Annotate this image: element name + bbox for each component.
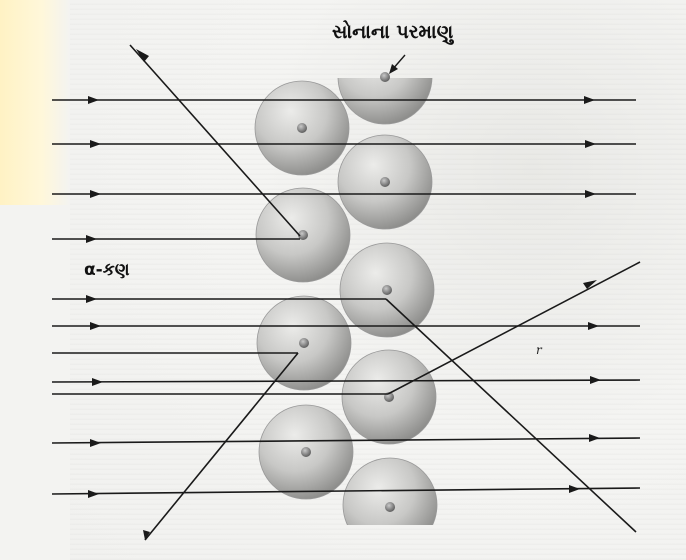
- arrowhead: [90, 190, 101, 198]
- atom-half-bottom: [342, 457, 438, 525]
- arrowhead: [92, 378, 103, 386]
- atom-right-3: [341, 349, 437, 445]
- nucleus: [301, 447, 311, 457]
- arrowhead: [143, 530, 150, 540]
- atom-half-top: [337, 72, 433, 125]
- highlight-margin: [0, 0, 70, 205]
- alpha-path: [51, 487, 641, 495]
- alpha-particle-label: α-કણ: [84, 260, 130, 280]
- atom-left-3: [256, 295, 352, 391]
- nucleus: [380, 72, 390, 82]
- alpha-path: [51, 379, 641, 383]
- arrowhead: [589, 434, 600, 442]
- gold-atom-pointer: [389, 54, 406, 74]
- atom-left-1: [254, 80, 350, 176]
- alpha-path: [51, 437, 641, 444]
- arrowhead: [136, 49, 149, 62]
- nucleus: [385, 502, 395, 512]
- arrowhead: [90, 439, 101, 447]
- stray-r-mark: r: [536, 343, 543, 357]
- nucleus: [297, 123, 307, 133]
- gold-atom-group: [254, 72, 438, 525]
- deflected-path-up-right: [387, 261, 641, 395]
- gold-atom-label: સોનાના પરમાણુ: [332, 20, 454, 45]
- arrowhead: [588, 322, 599, 330]
- nucleus: [299, 338, 309, 348]
- nucleus: [382, 285, 392, 295]
- arrowhead: [583, 280, 597, 289]
- alpha-paths-deflected: [129, 44, 641, 541]
- nucleus: [380, 177, 390, 187]
- atom-right-2: [339, 242, 435, 338]
- arrowhead: [88, 96, 99, 104]
- arrowhead: [90, 140, 101, 148]
- backscatter-path: [129, 44, 301, 237]
- deflected-path-down-left: [144, 352, 299, 541]
- arrowhead: [590, 376, 601, 384]
- atom-right-1: [337, 134, 433, 230]
- arrowhead: [86, 295, 97, 303]
- arrowheads: [86, 49, 601, 540]
- arrowhead: [90, 322, 101, 330]
- arrowhead: [88, 490, 99, 498]
- atom-left-2: [255, 187, 351, 283]
- arrowhead: [86, 235, 97, 243]
- arrowhead: [584, 96, 595, 104]
- nucleus: [298, 230, 308, 240]
- arrowhead: [585, 190, 596, 198]
- alpha-paths-straight: [51, 99, 641, 495]
- arrowhead: [569, 485, 580, 493]
- arrowhead: [585, 140, 596, 148]
- deflected-path-down-right: [385, 298, 637, 533]
- atom-left-4: [258, 404, 354, 500]
